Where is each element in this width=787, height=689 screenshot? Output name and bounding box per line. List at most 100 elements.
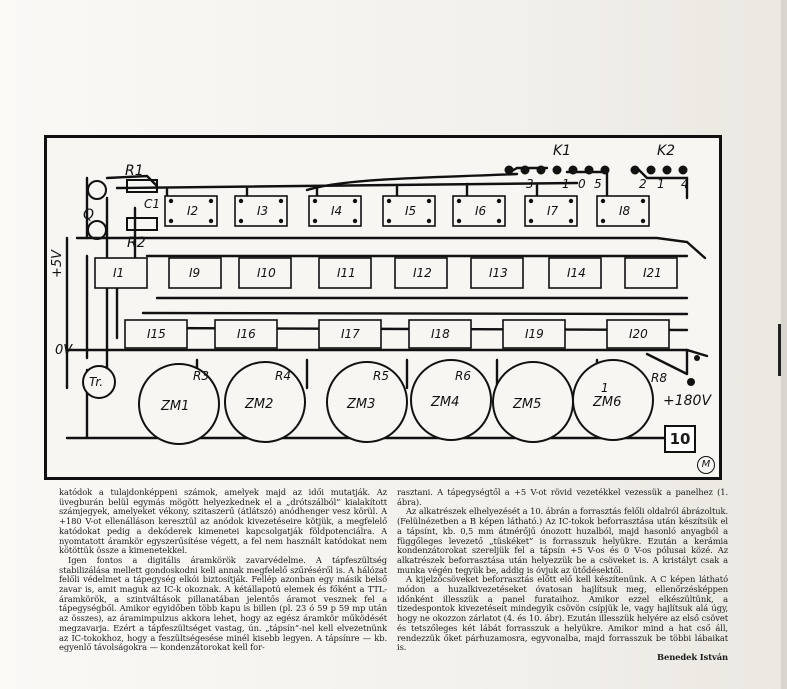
plus180v-label: +180V xyxy=(663,393,712,409)
chip-label: I10 xyxy=(257,266,276,280)
figure-number: 10 xyxy=(664,425,696,453)
page-edge-strip xyxy=(781,0,787,689)
chip-i16 xyxy=(214,319,278,349)
publisher-logo: M xyxy=(697,456,715,474)
chip-label: I13 xyxy=(489,266,508,280)
zm3-tube xyxy=(326,361,408,443)
chip-i9 xyxy=(168,257,222,289)
tr-label: Tr. xyxy=(89,375,104,389)
chip-label: I14 xyxy=(567,266,586,280)
chip-i11 xyxy=(318,257,372,289)
pcb-layout-figure: R1 C1 R2 Q K1 K2 3 1 0 5 2 1 4 +5V 0V Tr… xyxy=(44,135,722,480)
r1-label: R1 xyxy=(125,163,144,179)
chip-i3 xyxy=(234,195,288,227)
r2-resistor xyxy=(126,217,158,231)
chip-i10 xyxy=(238,257,292,289)
chip-i20 xyxy=(606,319,670,349)
chip-i21 xyxy=(624,257,678,289)
k2-pin-4: 4 xyxy=(681,177,689,191)
zm6-tube xyxy=(572,359,654,441)
chip-label: I18 xyxy=(431,327,450,341)
zm2-tube xyxy=(224,361,306,443)
chip-label: I3 xyxy=(257,204,269,218)
plus180v-pad xyxy=(687,378,695,386)
chip-label: I9 xyxy=(189,266,201,280)
k1-label: K1 xyxy=(553,143,572,159)
chip-label: I16 xyxy=(237,327,256,341)
chip-i15 xyxy=(124,319,188,349)
k1-pad xyxy=(504,165,514,175)
chip-i1 xyxy=(94,257,148,289)
chip-label: I20 xyxy=(629,327,648,341)
k2-pad xyxy=(630,165,640,175)
k1-pin-1: 1 xyxy=(562,177,570,191)
paragraph: rasztani. A tápegységtől a +5 V-ot rövid… xyxy=(397,488,728,507)
crystal-pad-bottom xyxy=(87,220,107,240)
zero-v-rail xyxy=(65,348,709,358)
chip-i18 xyxy=(408,319,472,349)
k1-pin-3: 3 xyxy=(526,177,534,191)
k2-pin-2: 2 xyxy=(639,177,647,191)
r1-resistor xyxy=(126,179,158,193)
chip-label: I12 xyxy=(413,266,432,280)
chip-i12 xyxy=(394,257,448,289)
r3-label: R3 xyxy=(193,369,209,383)
r6-label: R6 xyxy=(455,369,471,383)
r4-label: R4 xyxy=(275,369,291,383)
article-column-left: katódok a tulajdonképpeni számok, amelye… xyxy=(59,488,387,686)
chip-i2 xyxy=(164,195,218,227)
zm1-tube xyxy=(138,363,220,445)
zm6-pin-label: 1 xyxy=(601,381,609,395)
chip-label: I11 xyxy=(337,266,356,280)
paragraph: A kijelzőcsöveket beforrasztás előtt elő… xyxy=(397,574,728,653)
author-signature: Benedek István xyxy=(657,651,728,662)
tube-label: ZM5 xyxy=(513,397,542,412)
tube-label: ZM2 xyxy=(245,397,274,412)
chip-label: I8 xyxy=(619,204,631,218)
plus5v-rail xyxy=(75,236,707,260)
paragraph: Igen fontos a digitális áramkörök zavarv… xyxy=(59,554,387,653)
tube-label: ZM1 xyxy=(161,399,190,414)
plus5v-label: +5V xyxy=(50,249,65,278)
transformer xyxy=(82,365,116,399)
k2-label: K2 xyxy=(657,143,676,159)
k1-pin-0: 0 xyxy=(578,177,586,191)
k2-pin-1: 1 xyxy=(657,177,665,191)
margin-mark xyxy=(778,324,781,376)
chip-i6 xyxy=(452,195,506,227)
chip-label: I5 xyxy=(405,204,417,218)
r8-label: R8 xyxy=(651,371,667,385)
article-column-right: rasztani. A tápegységtől a +5 V-ot rövid… xyxy=(397,488,728,686)
chip-label: I17 xyxy=(341,327,360,341)
tube-label: ZM6 xyxy=(593,395,622,410)
tube-label: ZM4 xyxy=(431,395,460,410)
chip-label: I15 xyxy=(147,327,166,341)
chip-label: I6 xyxy=(475,204,487,218)
chip-i19 xyxy=(502,319,566,349)
chip-label: I1 xyxy=(113,266,125,280)
chip-i5 xyxy=(382,195,436,227)
crystal-pad-top xyxy=(87,180,107,200)
r2-label: R2 xyxy=(127,235,146,251)
chip-label: I21 xyxy=(643,266,662,280)
chip-i4 xyxy=(308,195,362,227)
chip-label: I19 xyxy=(525,327,544,341)
chip-i14 xyxy=(548,257,602,289)
zm4-tube xyxy=(410,359,492,441)
zero-v-label: 0V xyxy=(55,343,73,358)
chip-label: I7 xyxy=(547,204,559,218)
chip-i7 xyxy=(524,195,578,227)
chip-i13 xyxy=(470,257,524,289)
tubes xyxy=(138,359,654,445)
chip-label: I2 xyxy=(187,204,199,218)
paragraph: katódok a tulajdonképpeni számok, amelye… xyxy=(59,488,387,556)
chip-i17 xyxy=(318,319,382,349)
tube-label: ZM3 xyxy=(347,397,376,412)
c1-label: C1 xyxy=(144,197,161,211)
paragraph: Az alkatrészek elhelyezését a 10. ábrán … xyxy=(397,506,728,575)
k1-pin-5: 5 xyxy=(594,177,602,191)
chip-i8 xyxy=(596,195,650,227)
chip-label: I4 xyxy=(331,204,343,218)
q-label: Q xyxy=(83,207,95,223)
r5-label: R5 xyxy=(373,369,389,383)
